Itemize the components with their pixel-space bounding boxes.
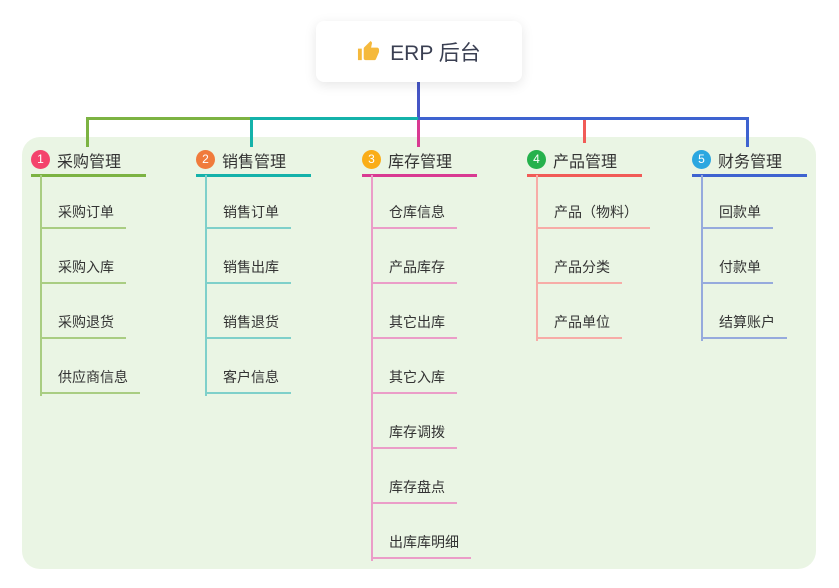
leaf-node[interactable]: 供应商信息 — [40, 339, 146, 394]
leaf-node[interactable]: 销售退货 — [205, 284, 311, 339]
leaf-label: 仓库信息 — [371, 203, 457, 229]
leaf-label: 客户信息 — [205, 368, 291, 394]
leaf-node[interactable]: 产品（物料） — [536, 174, 650, 229]
branch-node[interactable]: 1 采购管理 — [31, 147, 146, 177]
leaf-node[interactable]: 结算账户 — [701, 284, 807, 339]
branches-panel — [22, 137, 816, 569]
branch-1: 1 采购管理 采购订单采购入库采购退货供应商信息 — [31, 147, 146, 396]
branch-title: 财务管理 — [718, 153, 783, 171]
leaf-label: 采购入库 — [40, 258, 126, 284]
branch-child-line — [40, 175, 42, 396]
leaf-node[interactable]: 采购订单 — [40, 174, 146, 229]
branch-items: 采购订单采购入库采购退货供应商信息 — [31, 174, 146, 394]
leaf-label: 结算账户 — [701, 313, 787, 339]
leaf-node[interactable]: 产品库存 — [371, 229, 477, 284]
leaf-label: 付款单 — [701, 258, 773, 284]
leaf-label: 销售出库 — [205, 258, 291, 284]
branch-5-connector-line — [418, 117, 749, 120]
leaf-node[interactable]: 采购退货 — [40, 284, 146, 339]
leaf-node[interactable]: 库存盘点 — [371, 449, 477, 504]
branch-5-drop-line — [746, 117, 749, 147]
leaf-label: 产品库存 — [371, 258, 457, 284]
leaf-label: 库存调拨 — [371, 423, 457, 449]
branch-1-drop-line — [86, 117, 89, 147]
leaf-label: 库存盘点 — [371, 478, 457, 504]
leaf-node[interactable]: 付款单 — [701, 229, 807, 284]
branch-child-line — [205, 175, 207, 396]
leaf-label: 供应商信息 — [40, 368, 140, 394]
branch-items: 回款单付款单结算账户 — [692, 174, 807, 339]
thumbs-up-icon — [357, 40, 380, 63]
branch-number-badge: 4 — [527, 150, 546, 169]
leaf-node[interactable]: 采购入库 — [40, 229, 146, 284]
leaf-node[interactable]: 其它入库 — [371, 339, 477, 394]
branch-node[interactable]: 2 销售管理 — [196, 147, 311, 177]
leaf-node[interactable]: 销售订单 — [205, 174, 311, 229]
leaf-label: 回款单 — [701, 203, 773, 229]
leaf-label: 产品（物料） — [536, 203, 650, 229]
branch-items: 仓库信息产品库存其它出库其它入库库存调拨库存盘点出库库明细 — [362, 174, 477, 559]
branch-3-drop-line — [417, 120, 420, 147]
branch-node[interactable]: 3 库存管理 — [362, 147, 477, 177]
root-label: ERP 后台 — [390, 41, 481, 65]
branch-title: 采购管理 — [57, 153, 122, 171]
leaf-node[interactable]: 其它出库 — [371, 284, 477, 339]
leaf-label: 出库库明细 — [371, 533, 471, 559]
branch-title: 销售管理 — [222, 153, 287, 171]
leaf-label: 其它出库 — [371, 313, 457, 339]
trunk-line — [417, 82, 420, 118]
branch-child-line — [371, 175, 373, 561]
leaf-label: 产品单位 — [536, 313, 622, 339]
branch-number-badge: 5 — [692, 150, 711, 169]
branch-2-connector-line — [250, 117, 420, 120]
leaf-node[interactable]: 产品分类 — [536, 229, 650, 284]
leaf-node[interactable]: 出库库明细 — [371, 504, 477, 559]
leaf-label: 采购退货 — [40, 313, 126, 339]
branch-5: 5 财务管理 回款单付款单结算账户 — [692, 147, 807, 341]
leaf-node[interactable]: 回款单 — [701, 174, 807, 229]
branch-2: 2 销售管理 销售订单销售出库销售退货客户信息 — [196, 147, 311, 396]
branch-items: 销售订单销售出库销售退货客户信息 — [196, 174, 311, 394]
branch-4: 4 产品管理 产品（物料） 产品分类产品单位 — [527, 147, 650, 341]
branch-4-drop-line — [583, 120, 586, 143]
branch-title: 库存管理 — [388, 153, 453, 171]
leaf-label: 其它入库 — [371, 368, 457, 394]
leaf-label: 采购订单 — [40, 203, 126, 229]
leaf-label: 销售退货 — [205, 313, 291, 339]
branch-items: 产品（物料） 产品分类产品单位 — [527, 174, 650, 339]
root-node[interactable]: ERP 后台 — [316, 21, 522, 82]
branch-number-badge: 1 — [31, 150, 50, 169]
leaf-node[interactable]: 产品单位 — [536, 284, 650, 339]
branch-child-line — [701, 175, 703, 341]
branch-child-line — [536, 175, 538, 341]
leaf-node[interactable]: 库存调拨 — [371, 394, 477, 449]
branch-3: 3 库存管理 仓库信息产品库存其它出库其它入库库存调拨库存盘点出库库明细 — [362, 147, 477, 561]
leaf-label: 销售订单 — [205, 203, 291, 229]
leaf-node[interactable]: 客户信息 — [205, 339, 311, 394]
branch-number-badge: 2 — [196, 150, 215, 169]
leaf-label: 产品分类 — [536, 258, 622, 284]
branch-node[interactable]: 4 产品管理 — [527, 147, 642, 177]
branch-2-drop-line — [250, 117, 253, 147]
leaf-node[interactable]: 仓库信息 — [371, 174, 477, 229]
leaf-node[interactable]: 销售出库 — [205, 229, 311, 284]
branch-number-badge: 3 — [362, 150, 381, 169]
branch-title: 产品管理 — [553, 153, 618, 171]
branch-node[interactable]: 5 财务管理 — [692, 147, 807, 177]
